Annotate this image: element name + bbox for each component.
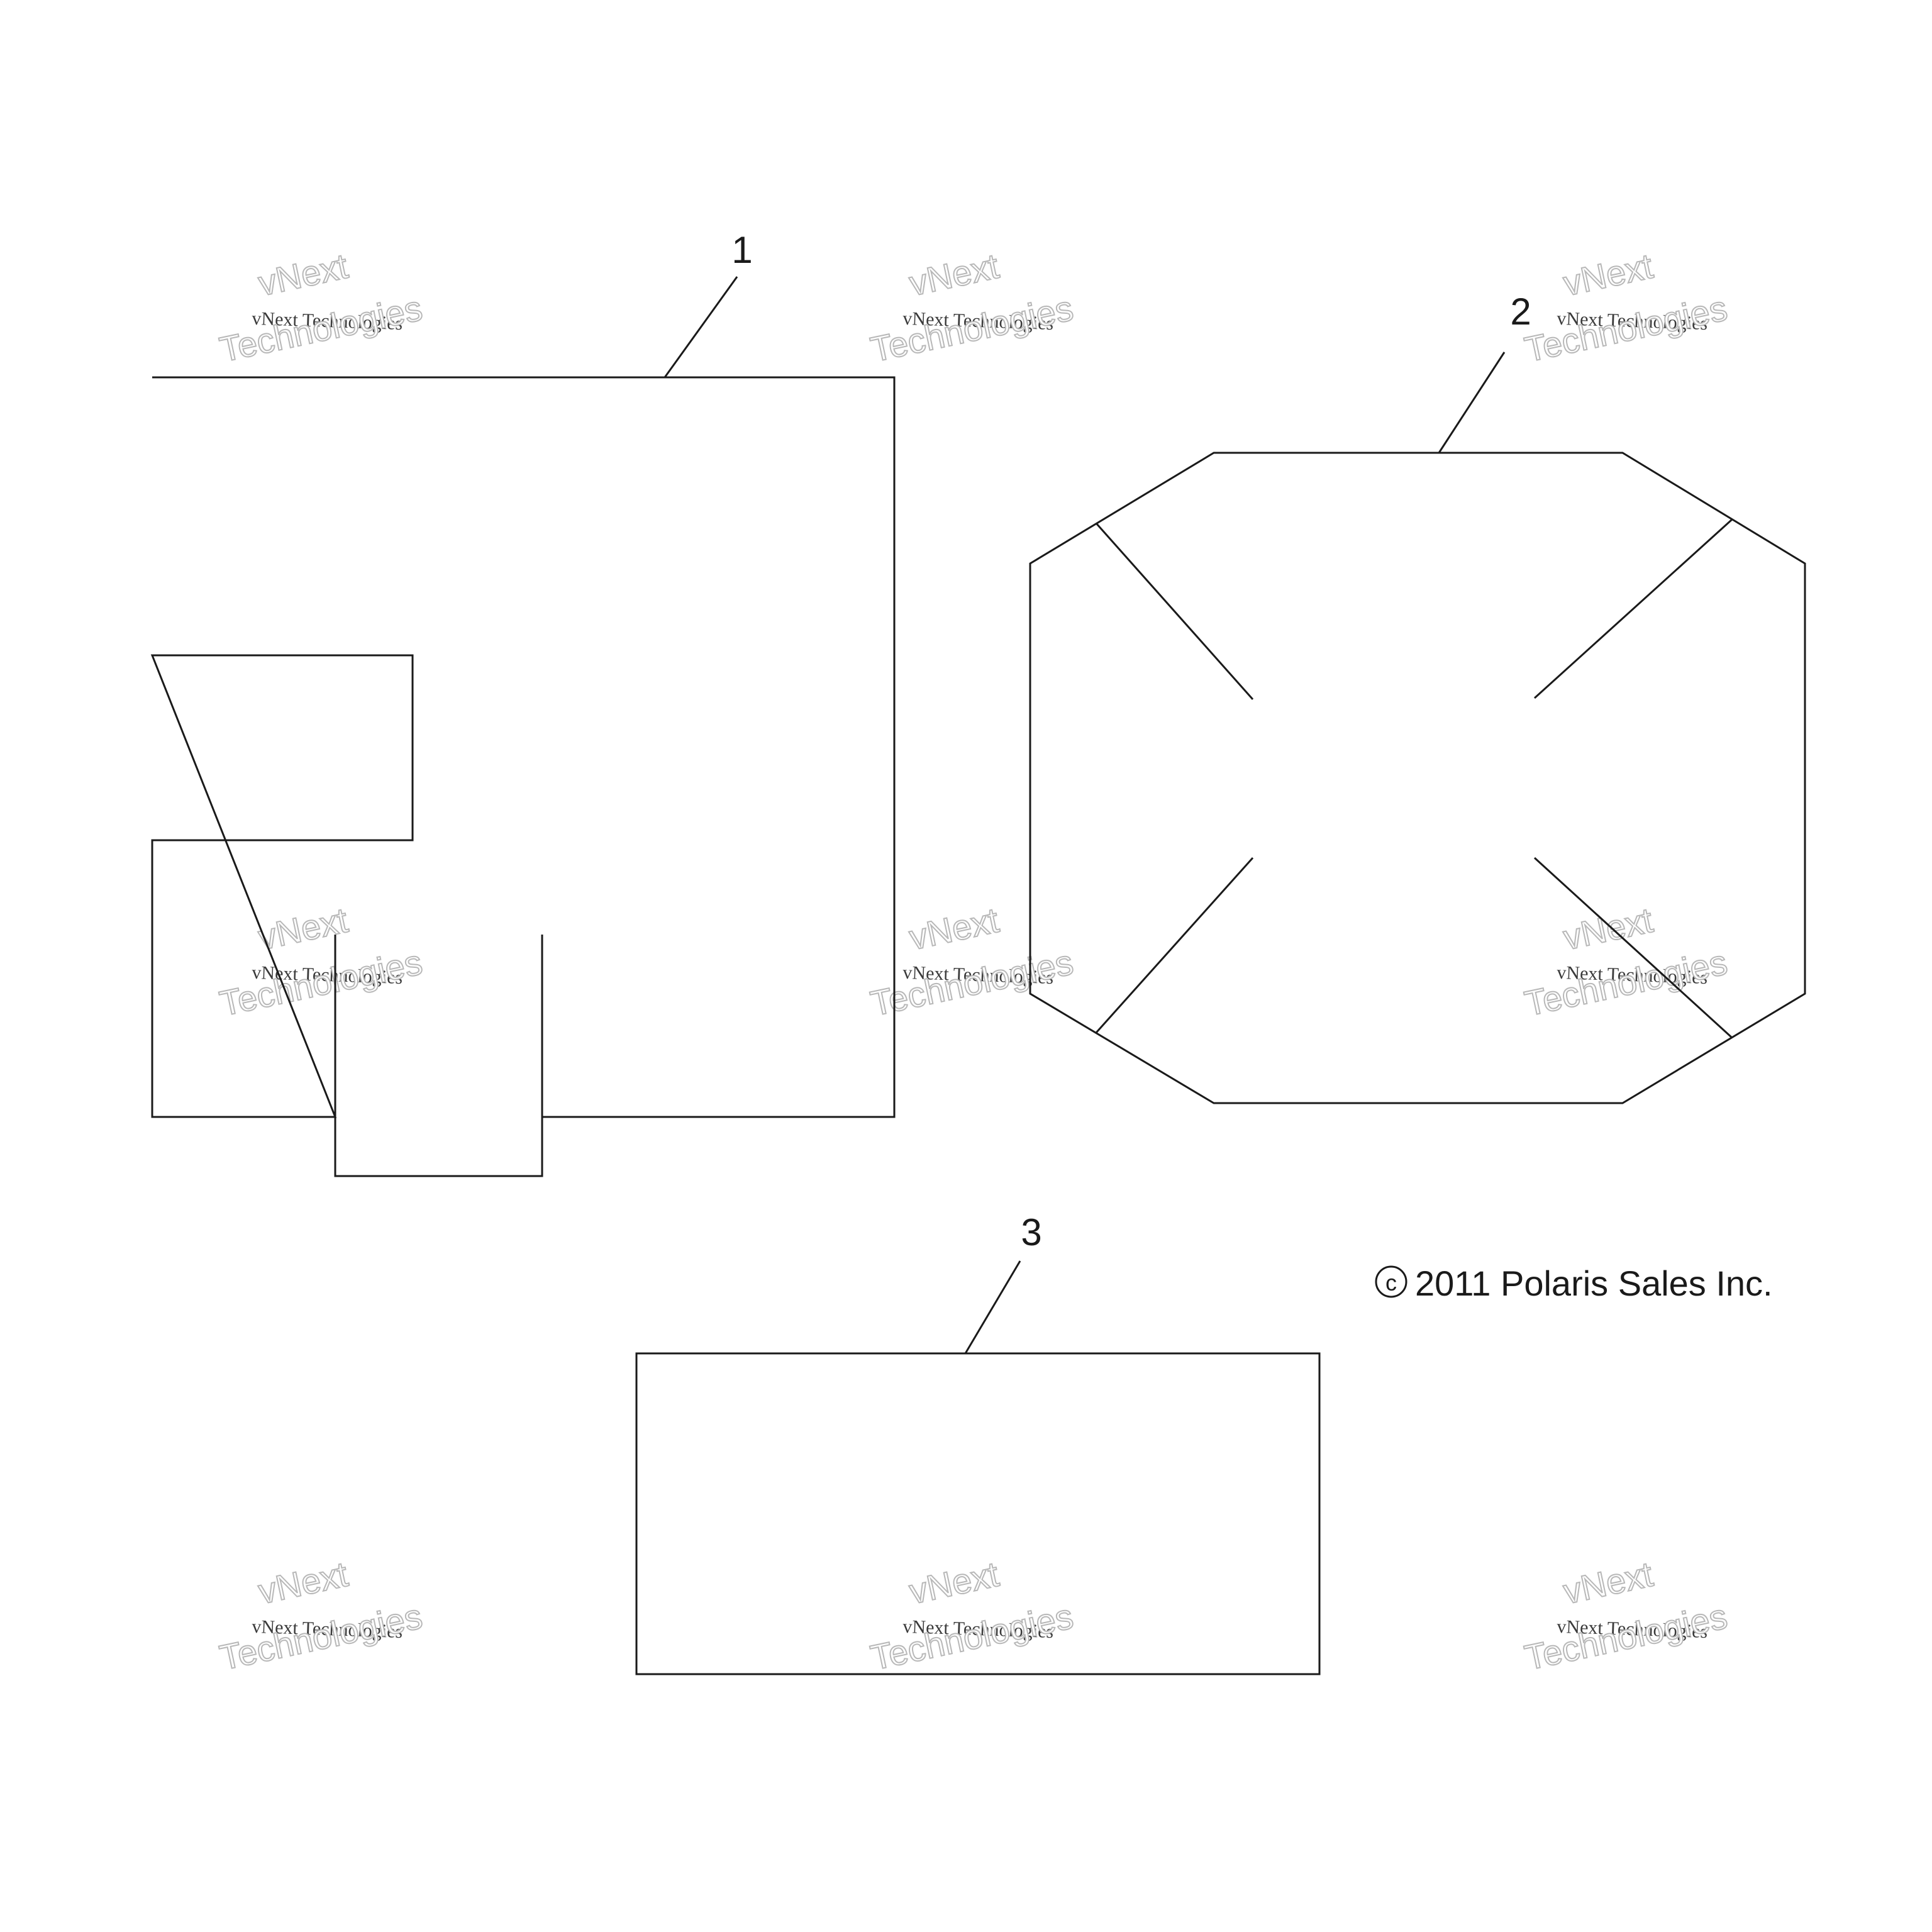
copyright-symbol: c <box>1385 1270 1397 1296</box>
watermark-line-top: vNext <box>906 900 1002 957</box>
part-2-outline <box>1029 452 1806 1104</box>
watermark-line-big: Technologies <box>1521 1596 1731 1678</box>
watermark-line-big: Technologies <box>216 942 426 1024</box>
watermark-line-top: vNext <box>906 246 1002 303</box>
copyright-notice: c 2011 Polaris Sales Inc. <box>1375 1263 1773 1303</box>
watermark-line-big: Technologies <box>867 288 1077 370</box>
part-3-mat: 3 <box>635 1211 1321 1675</box>
watermark-line-big: Technologies <box>1521 288 1731 370</box>
watermark-line-big: Technologies <box>1521 942 1731 1024</box>
part-1-leader-line <box>663 276 738 378</box>
watermark-line-top: vNext <box>255 246 352 303</box>
watermark-line-top: vNext <box>1560 1554 1657 1611</box>
watermark-line-top: vNext <box>1560 900 1657 957</box>
watermark-line-big: Technologies <box>216 288 426 370</box>
watermark-line-big: Technologies <box>216 1596 426 1678</box>
part-2-slit-bottom-left <box>1095 857 1254 1034</box>
watermark-top-right: vNext vNext Technologies Technologies <box>1521 245 1731 370</box>
watermark-line-top: vNext <box>1560 246 1657 303</box>
watermark-line-top: vNext <box>906 1554 1002 1611</box>
watermark-line-big: Technologies <box>867 1596 1077 1678</box>
watermark-bottom-right: vNext vNext Technologies Technologies <box>1521 1553 1731 1679</box>
part-1-outline <box>150 376 896 1177</box>
watermark-top-center: vNext vNext Technologies Technologies <box>867 245 1077 370</box>
part-3-outline <box>635 1352 1321 1675</box>
copyright-circle-icon <box>1375 1265 1407 1298</box>
watermark-mid-right: vNext vNext Technologies Technologies <box>1521 899 1731 1024</box>
watermark-top-left: vNext vNext Technologies Technologies <box>216 245 426 370</box>
watermark-line-big: Technologies <box>867 942 1077 1024</box>
callout-2: 2 <box>1510 291 1531 333</box>
callout-1: 1 <box>731 229 752 271</box>
copyright-text: 2011 Polaris Sales Inc. <box>1415 1263 1773 1303</box>
watermark-line-top: vNext <box>255 1554 352 1611</box>
watermark-mid-left: vNext vNext Technologies Technologies <box>216 899 426 1024</box>
part-2-leader-line <box>1438 352 1506 453</box>
part-3-leader-line <box>964 1260 1021 1354</box>
watermark-bottom-center: vNext vNext Technologies Technologies <box>867 1553 1077 1679</box>
watermark-bottom-left: vNext vNext Technologies Technologies <box>216 1553 426 1679</box>
part-2-slit-bottom-right <box>1533 857 1733 1039</box>
callout-3: 3 <box>1021 1211 1041 1253</box>
watermark-layer: vNext vNext Technologies Technologies vN… <box>216 245 1731 1679</box>
part-2-slit-top-right <box>1533 518 1733 699</box>
part-1-mat: 1 <box>150 229 896 1177</box>
part-2-slit-top-left <box>1095 523 1254 700</box>
watermark-mid-center: vNext vNext Technologies Technologies <box>867 899 1077 1024</box>
part-2-mat: 2 <box>1029 291 1806 1104</box>
